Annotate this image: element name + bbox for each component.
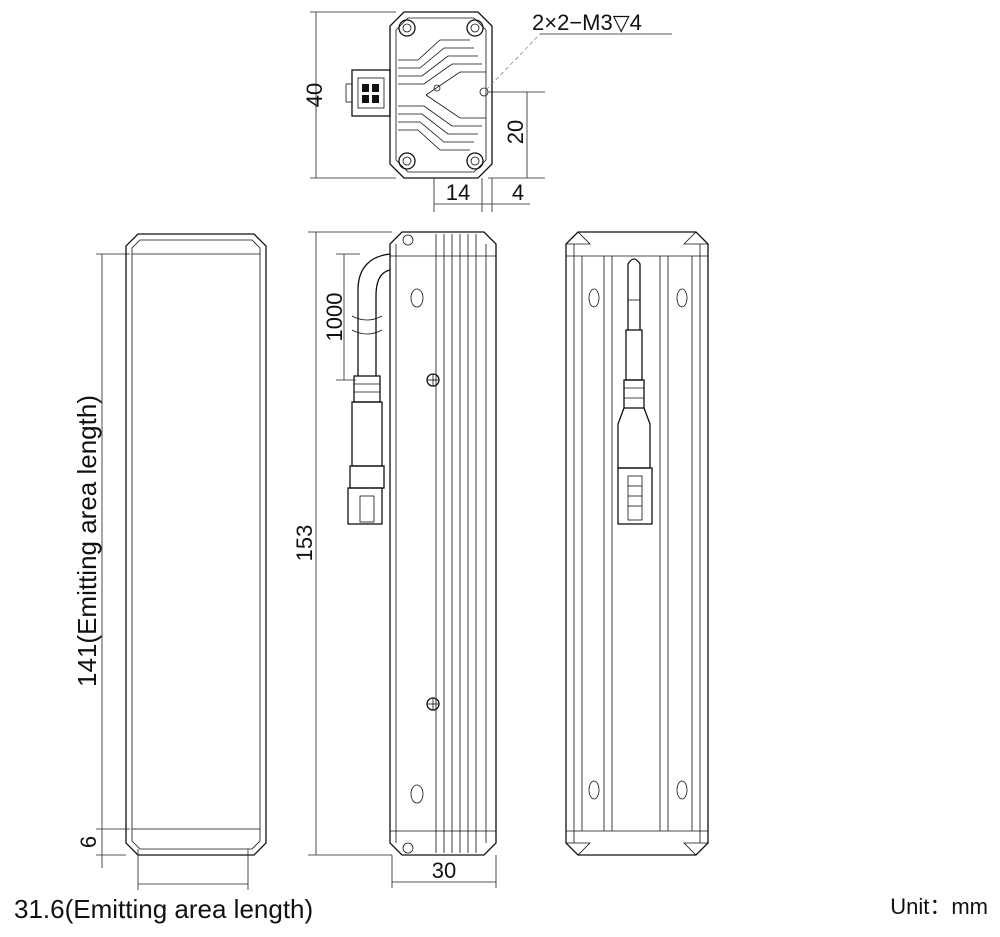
dim-30-label: 30: [432, 858, 456, 883]
mount-hole-icon: [433, 84, 441, 92]
dim-31-6-label: 31.6(Emitting area length): [14, 894, 313, 924]
unit-label: Unit：mm: [890, 894, 988, 919]
slot-hole-icon: [410, 784, 424, 804]
slot-hole-icon: [676, 288, 688, 308]
side-view: 1000 153 30: [292, 231, 497, 888]
dim-14-label: 14: [446, 180, 470, 205]
connector-icon: [345, 69, 391, 117]
screw-icon: [426, 373, 440, 387]
cable: [347, 253, 391, 525]
slot-hole-icon: [410, 288, 424, 308]
corner-screw-icon: [398, 19, 484, 170]
top-end-view: 40 20 14 4 2×2−M3▽4: [302, 10, 672, 212]
screw-icon: [426, 697, 440, 711]
dim-141-label: 141(Emitting area length): [72, 395, 102, 687]
heatsink-fins: [398, 39, 486, 151]
slot-hole-icon: [588, 780, 600, 800]
front-emitting-view: 141(Emitting area length) 6: [72, 233, 267, 890]
dim-153-label: 153: [292, 525, 317, 562]
slot-hole-icon: [588, 288, 600, 308]
slot-hole-icon: [676, 780, 688, 800]
dim-40-label: 40: [302, 83, 327, 107]
dim-1000-label: 1000: [322, 293, 347, 342]
dim-6-label: 6: [76, 836, 101, 848]
rear-view: [565, 231, 709, 856]
rear-cable: [617, 258, 653, 525]
dim-20-label: 20: [503, 120, 528, 144]
thread-spec-label: 2×2−M3▽4: [532, 10, 642, 35]
dim-4-label: 4: [512, 180, 524, 205]
